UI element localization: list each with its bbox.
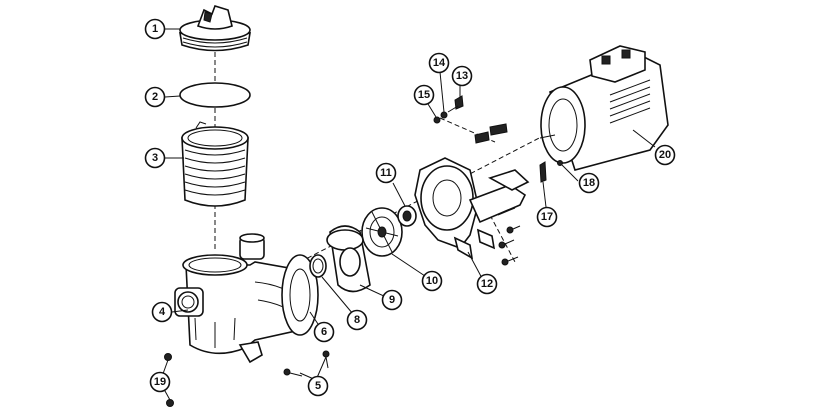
callout-5: 5: [307, 375, 329, 397]
callout-10: 10: [421, 270, 443, 292]
fasteners: [164, 95, 563, 407]
svg-text:17: 17: [541, 211, 553, 223]
svg-text:8: 8: [354, 314, 360, 326]
callout-8: 8: [346, 309, 368, 331]
callout-1: 1: [144, 18, 166, 40]
svg-text:13: 13: [456, 70, 468, 82]
svg-text:9: 9: [389, 294, 395, 306]
svg-text:12: 12: [481, 278, 493, 290]
svg-text:2: 2: [152, 91, 158, 103]
diffuser-o-ring: [309, 254, 327, 278]
callout-12: 12: [476, 273, 498, 295]
diffuser: [326, 225, 371, 293]
motor: [539, 45, 669, 171]
impeller: [361, 207, 403, 257]
strainer-basket: [181, 121, 249, 207]
callout-15: 15: [413, 84, 435, 106]
svg-text:6: 6: [321, 326, 327, 338]
strainer-lid: [179, 5, 251, 52]
callout-2: 2: [144, 86, 166, 108]
leader-lines: [159, 28, 656, 401]
callout-20: 20: [654, 144, 676, 166]
callout-18: 18: [578, 172, 600, 194]
svg-text:15: 15: [418, 89, 430, 101]
callout-19: 19: [149, 371, 171, 393]
svg-text:10: 10: [426, 275, 438, 287]
callout-6: 6: [313, 321, 335, 343]
svg-text:4: 4: [159, 306, 166, 318]
svg-text:5: 5: [315, 380, 321, 392]
svg-text:19: 19: [154, 376, 166, 388]
lid-o-ring: [179, 82, 251, 108]
svg-text:3: 3: [152, 152, 158, 164]
callout-17: 17: [536, 206, 558, 228]
callout-14: 14: [428, 52, 450, 74]
svg-text:11: 11: [380, 167, 392, 179]
callout-13: 13: [451, 65, 473, 87]
svg-text:1: 1: [152, 23, 158, 35]
svg-text:20: 20: [659, 149, 671, 161]
callout-11: 11: [375, 162, 397, 184]
seal-plate: [281, 254, 319, 336]
callout-4: 4: [151, 301, 173, 323]
svg-text:14: 14: [433, 57, 446, 69]
pump-housing: [174, 233, 313, 364]
mechanical-seal: [397, 205, 417, 227]
callout-9: 9: [381, 289, 403, 311]
callout-3: 3: [144, 147, 166, 169]
motor-bracket: [414, 157, 530, 260]
svg-text:18: 18: [583, 177, 595, 189]
